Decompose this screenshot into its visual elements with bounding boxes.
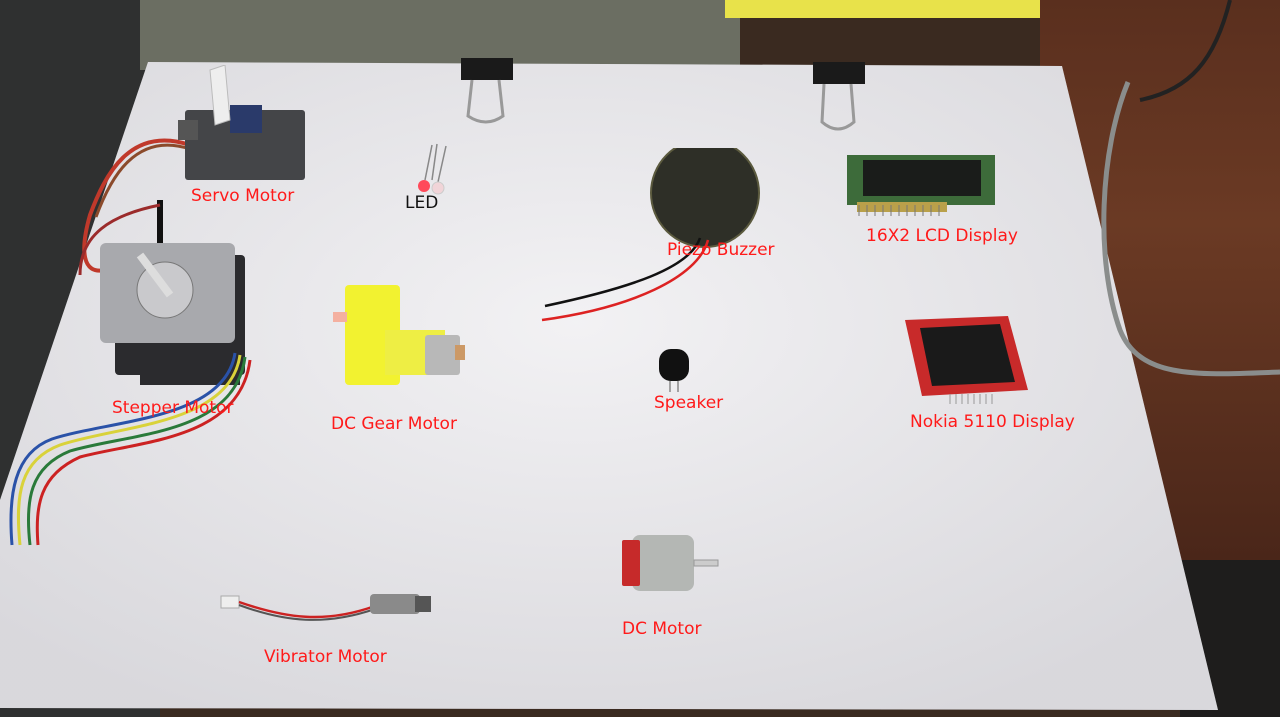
lcd-display-image [847, 155, 995, 216]
piezo-buzzer-label: Piezo Buzzer [667, 240, 775, 260]
led-image [418, 143, 447, 195]
stepper-motor-image [9, 200, 252, 546]
led-label: LED [405, 193, 439, 213]
dc-motor-image [622, 535, 719, 591]
dc-gear-motor-image [333, 285, 465, 385]
servo-motor-image [82, 65, 305, 273]
nokia-display-label: Nokia 5110 Display [910, 412, 1075, 432]
lcd-display-label: 16X2 LCD Display [866, 226, 1018, 246]
speaker-image [659, 349, 689, 392]
nokia-display-image [905, 316, 1028, 404]
vibrator-motor-label: Vibrator Motor [264, 647, 387, 667]
speaker-label: Speaker [654, 393, 724, 413]
vibrator-motor-image [220, 594, 431, 621]
dc-motor-label: DC Motor [622, 619, 702, 639]
background-top [140, 0, 740, 70]
servo-motor-label: Servo Motor [191, 186, 295, 206]
binder-clip-right [813, 62, 865, 131]
stepper-motor-label: Stepper Motor [112, 398, 234, 418]
dc-gear-motor-label: DC Gear Motor [331, 414, 457, 434]
piezo-buzzer-image [541, 148, 760, 322]
background-yellow-object [725, 0, 1045, 18]
binder-clip-left [461, 58, 513, 124]
